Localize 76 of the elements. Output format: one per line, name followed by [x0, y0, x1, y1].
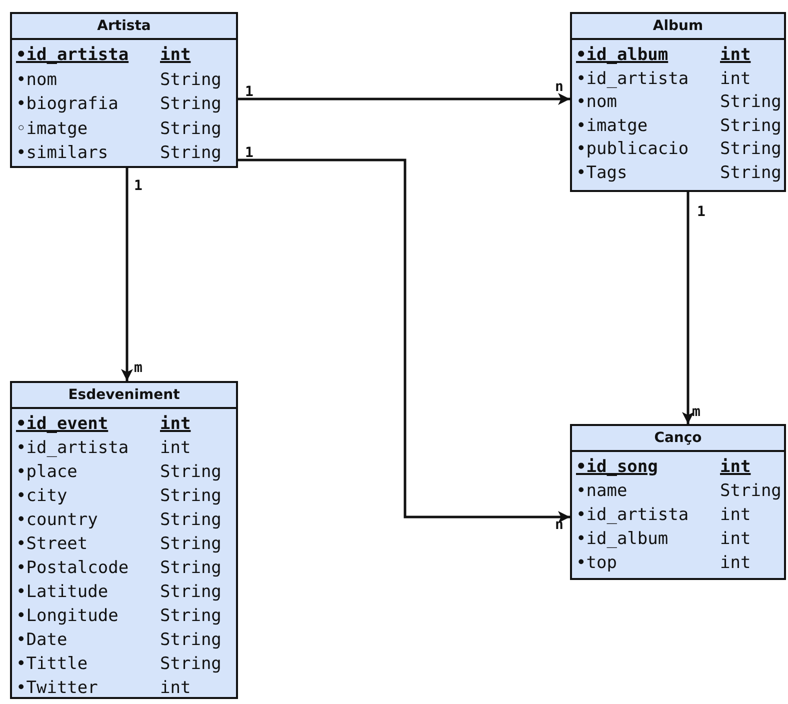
relationship-arrow	[121, 168, 133, 381]
field-name: •top	[576, 552, 617, 574]
field-type: String	[160, 118, 222, 140]
cardinality-label: 1	[134, 178, 142, 194]
field-name: •id_artista	[16, 437, 129, 459]
field-type: String	[160, 653, 222, 675]
field-type: String	[720, 138, 782, 160]
field-name: •biografia	[16, 93, 118, 115]
primary-key-name: •id_artista	[16, 44, 129, 66]
field-name: •id_album	[576, 528, 668, 550]
field-type: int	[160, 677, 191, 699]
field-type: String	[160, 509, 222, 531]
field-name: •Longitude	[16, 605, 118, 627]
field-name: ◦imatge	[16, 118, 88, 140]
cardinality-label: 1	[245, 84, 254, 100]
field-name: •place	[16, 461, 78, 483]
field-name: •Tags	[576, 162, 628, 184]
field-type: String	[160, 142, 222, 164]
cardinality-label: n	[555, 79, 564, 95]
field-type: String	[160, 461, 222, 483]
field-type: int	[720, 68, 751, 90]
entity-table	[10, 12, 238, 168]
field-name: •Street	[16, 533, 88, 555]
field-name: •nom	[576, 91, 617, 113]
field-type: String	[160, 629, 222, 651]
primary-key-name: •id_event	[16, 413, 108, 435]
field-type: int	[160, 437, 191, 459]
field-type: String	[720, 114, 782, 136]
cardinality-label: 1	[697, 204, 706, 220]
field-name: •publicacio	[576, 138, 689, 160]
cardinality-label: m	[134, 360, 142, 376]
relationship-arrow	[238, 158, 570, 523]
entity-title: Esdeveniment	[68, 386, 180, 405]
field-name: •similars	[16, 142, 108, 164]
relationship-arrow	[238, 93, 570, 105]
cardinality-label: n	[555, 517, 564, 533]
entity-title: Album	[652, 17, 704, 36]
field-type: String	[160, 93, 222, 115]
field-type: String	[160, 557, 222, 579]
field-type: String	[720, 91, 782, 113]
field-name: •Twitter	[16, 677, 98, 699]
entity-table	[570, 424, 786, 580]
relationship-arrow	[682, 192, 694, 424]
field-name: •Postalcode	[16, 557, 129, 579]
field-name: •Tittle	[16, 653, 88, 675]
field-name: •name	[576, 480, 628, 502]
cardinality-label: m	[692, 404, 700, 420]
primary-key-type: int	[720, 456, 751, 478]
primary-key-type: int	[160, 44, 191, 66]
field-name: •city	[16, 485, 68, 507]
primary-key-type: int	[720, 44, 751, 66]
field-type: String	[720, 162, 782, 184]
field-type: int	[720, 528, 751, 550]
field-type: String	[160, 68, 222, 90]
field-name: •country	[16, 509, 98, 531]
field-type: String	[720, 480, 782, 502]
field-type: String	[160, 533, 222, 555]
field-name: •Latitude	[16, 581, 108, 603]
entity-table	[10, 381, 238, 699]
field-type: int	[720, 504, 751, 526]
primary-key-type: int	[160, 413, 191, 435]
field-name: •id_artista	[576, 68, 689, 90]
cardinality-label: 1	[245, 145, 254, 161]
field-name: •Date	[16, 629, 68, 651]
field-name: •imatge	[576, 114, 648, 136]
entity-title: Artista	[97, 17, 151, 36]
field-type: String	[160, 605, 222, 627]
field-type: int	[720, 552, 751, 574]
entity-title: Canço	[654, 429, 702, 448]
primary-key-name: •id_album	[576, 44, 668, 66]
field-name: •id_artista	[576, 504, 689, 526]
entity-table	[570, 12, 786, 192]
field-name: •nom	[16, 68, 57, 90]
primary-key-name: •id_song	[576, 456, 658, 478]
field-type: String	[160, 581, 222, 603]
field-type: String	[160, 485, 222, 507]
